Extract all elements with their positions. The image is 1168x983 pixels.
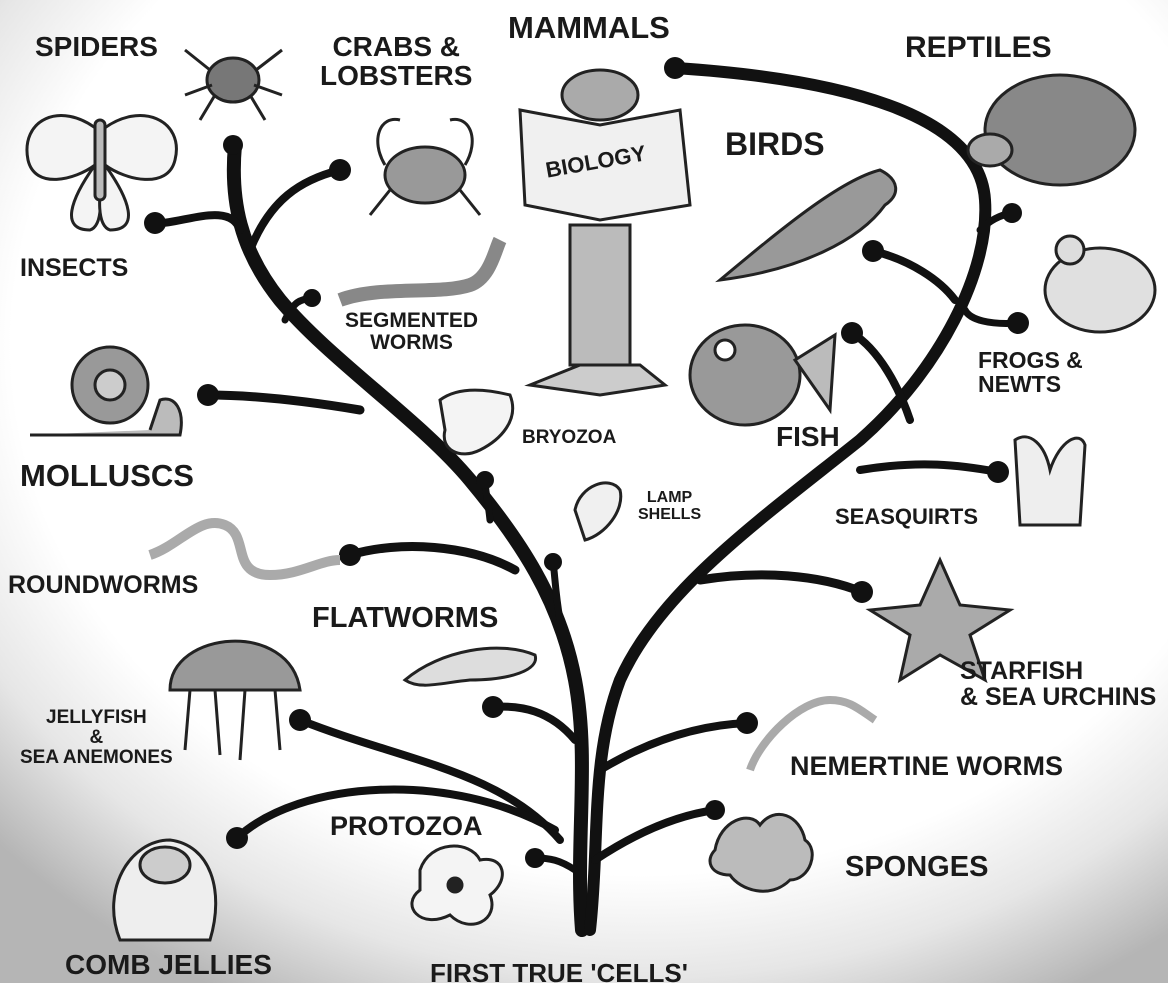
- node-sponges: [705, 800, 725, 820]
- label-flatworms: FLATWORMS: [312, 603, 498, 633]
- node-birds: [862, 240, 884, 262]
- node-starfish: [851, 581, 873, 603]
- label-birds: BIRDS: [725, 128, 825, 162]
- label-bryozoa: BRYOZOA: [522, 428, 616, 448]
- node-molluscs: [197, 384, 219, 406]
- node-lamp-shells: [544, 553, 562, 571]
- node-mammals: [664, 57, 686, 79]
- node-jellyfish: [289, 709, 311, 731]
- label-reptiles: REPTILES: [905, 32, 1052, 64]
- node-spiders: [223, 135, 243, 155]
- label-seasquirts: SEASQUIRTS: [835, 505, 978, 528]
- label-starfish-sea-urchins: STARFISH & SEA URCHINS: [960, 658, 1156, 711]
- label-segmented-worms: SEGMENTED WORMS: [345, 310, 478, 354]
- label-insects: INSECTS: [20, 255, 128, 281]
- node-flatworms: [482, 696, 504, 718]
- label-lamp-shells: LAMP SHELLS: [638, 490, 701, 524]
- node-reptiles: [1002, 203, 1022, 223]
- node-crabs: [329, 159, 351, 181]
- node-comb-jellies: [226, 827, 248, 849]
- label-crabs-lobsters: CRABS & LOBSTERS: [320, 32, 472, 91]
- label-comb-jellies: COMB JELLIES: [65, 950, 272, 979]
- node-bryozoa: [476, 471, 494, 489]
- node-seasquirts: [987, 461, 1009, 483]
- label-molluscs: MOLLUSCS: [20, 460, 194, 493]
- label-protozoa: PROTOZOA: [330, 812, 483, 840]
- label-sponges: SPONGES: [845, 852, 988, 882]
- node-nemertine: [736, 712, 758, 734]
- node-segmented-worms: [303, 289, 321, 307]
- label-jellyfish-sea-anemones: JELLYFISH & SEA ANEMONES: [20, 708, 173, 768]
- label-fish: FISH: [776, 422, 840, 451]
- node-insects: [144, 212, 166, 234]
- label-frogs-newts: FROGS & NEWTS: [978, 348, 1083, 396]
- node-frogs: [1007, 312, 1029, 334]
- node-fish: [841, 322, 863, 344]
- label-spiders: SPIDERS: [35, 32, 158, 61]
- label-roundworms: ROUNDWORMS: [8, 572, 198, 598]
- label-mammals: MAMMALS: [508, 12, 670, 45]
- node-protozoa: [525, 848, 545, 868]
- label-first-true-cells: FIRST TRUE 'CELLS': [430, 960, 688, 983]
- node-roundworms: [339, 544, 361, 566]
- label-nemertine-worms: NEMERTINE WORMS: [790, 752, 1063, 780]
